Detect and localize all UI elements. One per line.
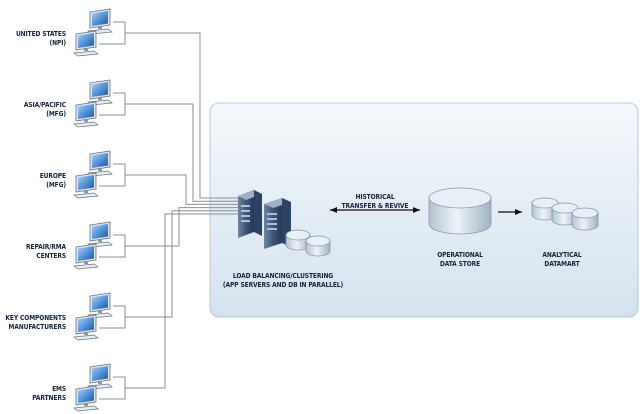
- workstation-icon-key-components-2: [73, 314, 99, 341]
- workstation-icon-asia-pacific-2: [73, 101, 99, 128]
- workstation-icon-united-states-2: [73, 30, 99, 57]
- workstation-icon-asia-pacific-1: [87, 79, 113, 106]
- workstation-icon-europe-1: [87, 150, 113, 177]
- operational-data-store-icon: [428, 187, 492, 235]
- workstation-icon-repair-rma-1: [87, 221, 113, 248]
- workstation-icon-europe-2: [73, 172, 99, 199]
- cluster-db-cylinder-2-icon: [305, 235, 331, 257]
- cluster-caption: LOAD BALANCING/CLUSTERING(APP SERVERS AN…: [222, 272, 344, 289]
- workstation-icons: [73, 8, 113, 412]
- datamart-cylinder-1-icon: [531, 197, 559, 221]
- workstation-icon-ems-partners-1: [87, 363, 113, 390]
- workstation-icon-united-states-1: [87, 8, 113, 35]
- database-cylinders: [285, 187, 599, 257]
- datamart-cylinder-3-icon: [571, 207, 599, 231]
- workstation-icon-ems-partners-2: [73, 385, 99, 412]
- workstation-icon-key-components-1: [87, 292, 113, 319]
- site-connection-lines: [99, 21, 240, 400]
- site-label-europe: EUROPE(MFG): [39, 172, 66, 189]
- cluster-db-cylinder-1-icon: [285, 229, 311, 251]
- site-label-asia-pacific: ASIA/PACIFIC(MFG): [23, 101, 66, 118]
- workstation-icon-repair-rma-2: [73, 243, 99, 270]
- server-cluster-icon: [238, 190, 291, 249]
- site-label-united-states: UNITED STATES(NPI): [15, 30, 66, 47]
- data-center-panel: [209, 102, 639, 318]
